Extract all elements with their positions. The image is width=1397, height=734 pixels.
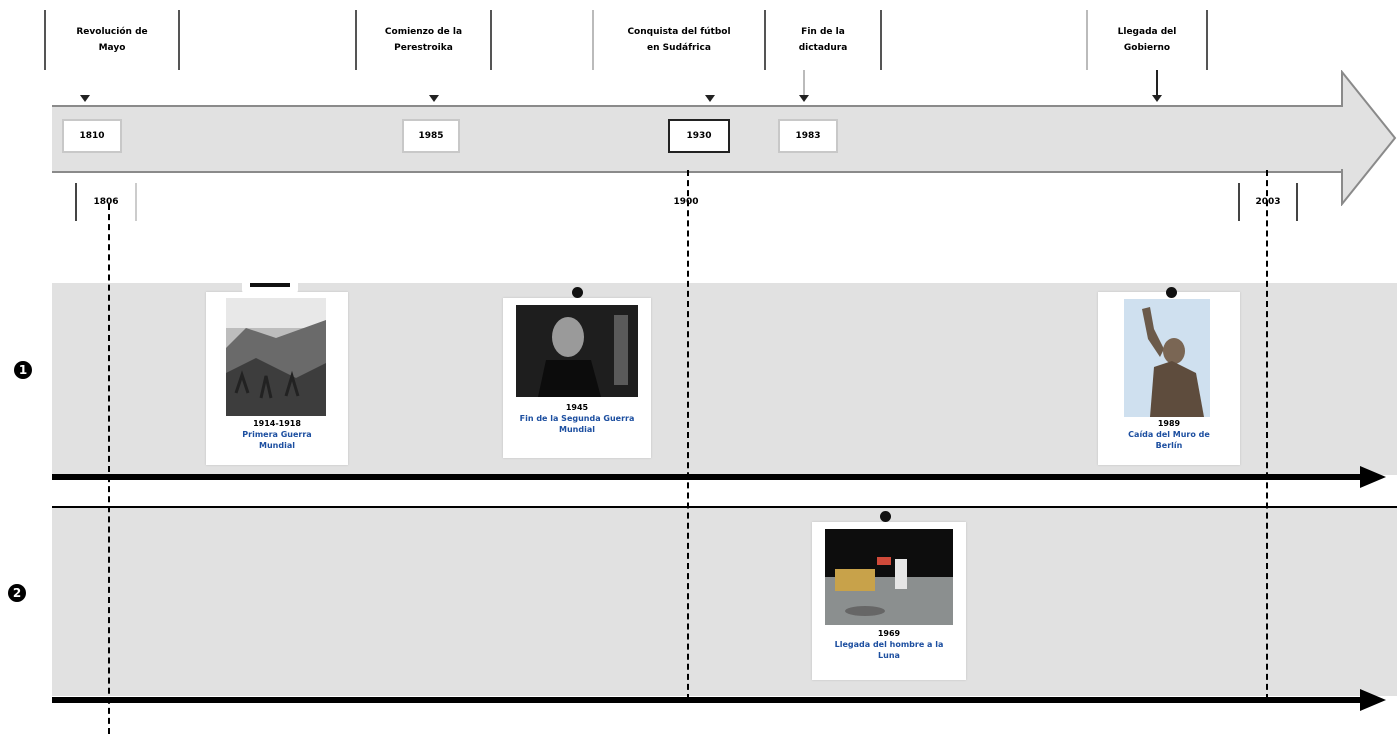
lane-1-arrowhead <box>1360 466 1386 488</box>
event-card-4[interactable]: 1969 Llegada del hombre a la Luna <box>812 511 966 680</box>
card-year: 1989 <box>1157 419 1181 428</box>
era-label-start: 1806 <box>75 183 137 221</box>
event-card-2[interactable]: 1945 Fin de la Segunda Guerra Mundial <box>503 287 651 458</box>
connector-5 <box>1156 70 1158 100</box>
event-card-1[interactable]: 1914-1918 Primera Guerra Mundial <box>206 278 348 465</box>
event-card-3[interactable]: 1989 Caída del Muro de Berlín <box>1098 287 1240 465</box>
event-line: Fin de la <box>801 27 845 37</box>
date-box-2: 1985 <box>402 119 460 153</box>
lane-2-axis <box>52 697 1362 703</box>
connector-4 <box>803 70 805 98</box>
date-box-3: 1930 <box>668 119 730 153</box>
marker-1 <box>80 95 90 102</box>
lane-number-2: 2 <box>8 584 26 602</box>
card-text: Fin de la Segunda Guerra Mundial <box>519 414 635 434</box>
pin-icon <box>572 287 583 298</box>
lane-number-1: 1 <box>14 361 32 379</box>
photo-soldiers-trench <box>226 298 326 416</box>
event-line: Comienzo de la <box>384 27 463 37</box>
pin-icon <box>1166 287 1177 298</box>
card-text: Llegada del hombre a la Luna <box>834 640 944 660</box>
event-line: Perestroika <box>394 43 453 53</box>
lane-2 <box>52 508 1397 696</box>
event-line: Gobierno <box>1123 43 1171 53</box>
marker-5 <box>1152 95 1162 102</box>
era-guide-start <box>108 204 110 734</box>
event-label-3: Conquista del fútbol en Sudáfrica <box>592 10 766 70</box>
card-tab <box>242 278 298 294</box>
card-year: 1945 <box>565 403 589 412</box>
event-line: Llegada del <box>1117 27 1177 37</box>
event-label-1: Revolución de Mayo <box>44 10 180 70</box>
lane-2-arrowhead <box>1360 689 1386 711</box>
event-line: en Sudáfrica <box>647 43 711 53</box>
event-label-2: Comienzo de la Perestroika <box>355 10 492 70</box>
photo-historic-figure <box>516 305 638 397</box>
event-line: dictadura <box>798 43 848 53</box>
event-line: Mayo <box>98 43 126 53</box>
marker-4 <box>799 95 809 102</box>
era-guide-end <box>1266 170 1268 700</box>
event-line: Revolución de <box>76 27 148 37</box>
card-year: 1914-1918 <box>253 419 301 428</box>
date-box-1: 1810 <box>62 119 122 153</box>
pin-icon <box>880 511 891 522</box>
event-line: Conquista del fútbol <box>627 27 731 37</box>
photo-statue-raised-fist <box>1124 299 1210 417</box>
era-label-end: 2003 <box>1238 183 1298 221</box>
card-text: Caída del Muro de Berlín <box>1128 430 1210 450</box>
lane-separator <box>52 506 1397 508</box>
event-label-4: Fin de la dictadura <box>764 10 882 70</box>
era-label-middle: 1900 <box>673 197 699 207</box>
card-text: Primera Guerra Mundial <box>242 430 312 450</box>
marker-3 <box>705 95 715 102</box>
era-guide-middle <box>687 170 689 700</box>
marker-2 <box>429 95 439 102</box>
timeline-arrowhead <box>1340 70 1397 206</box>
card-year: 1969 <box>877 629 901 638</box>
date-box-4: 1983 <box>778 119 838 153</box>
lane-1-axis <box>52 474 1362 480</box>
photo-moon-landing <box>825 529 953 625</box>
